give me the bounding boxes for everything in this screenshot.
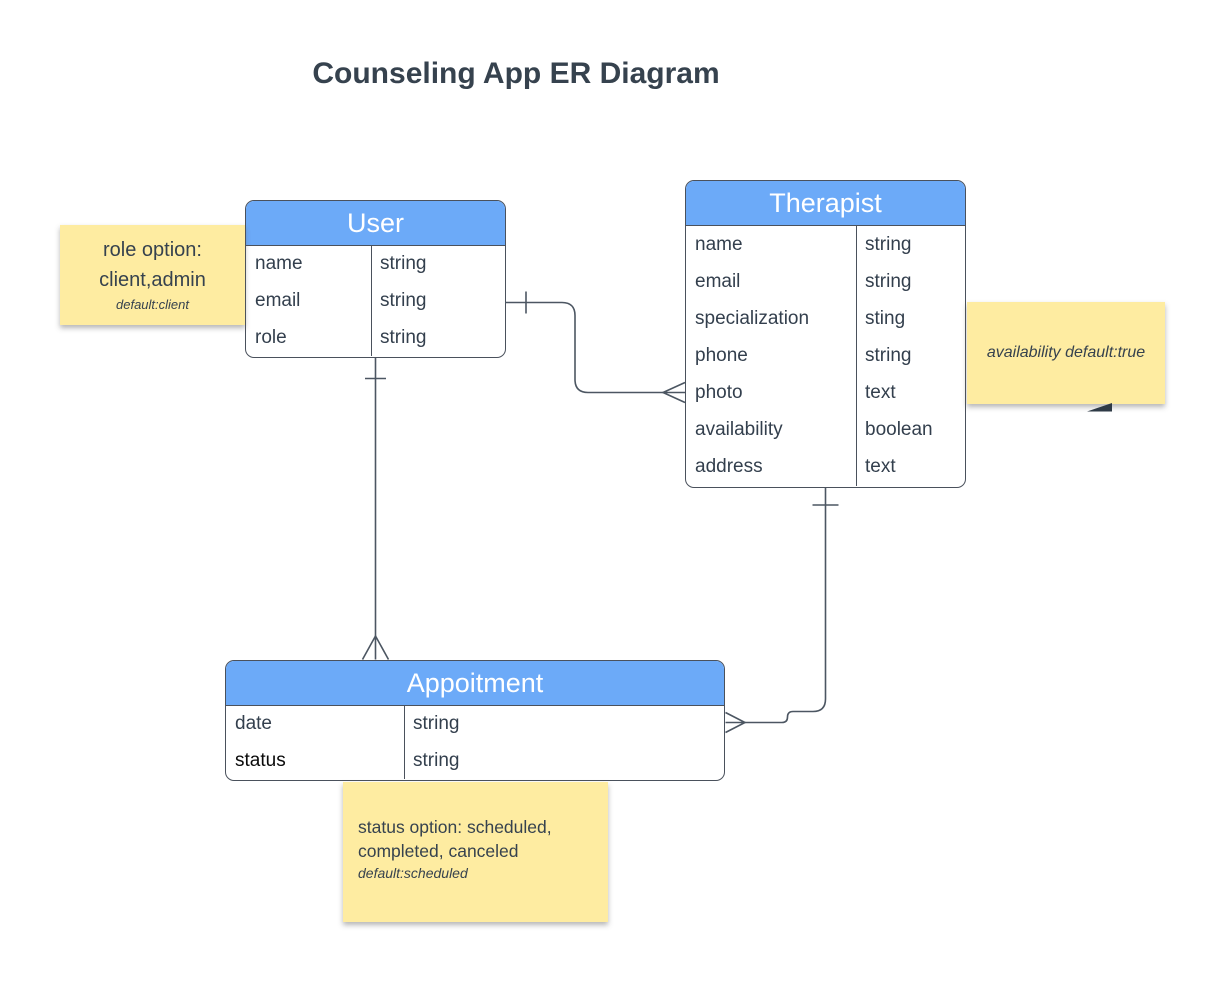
connector-user-therapist[interactable] (505, 291, 686, 404)
entity-user-table[interactable]: User name string email string role strin… (245, 200, 506, 358)
crow-foot-marker (725, 711, 747, 734)
entity-appointment-header: Appoitment (226, 661, 724, 706)
field-row: address text (686, 448, 965, 486)
field-type-cell: string (856, 263, 965, 301)
field-type-cell: string (404, 706, 724, 743)
field-row: status string (226, 742, 724, 779)
field-row: name string (686, 226, 965, 264)
field-row: availability boolean (686, 411, 965, 449)
note-detail: default:client (116, 297, 189, 312)
field-type-cell: string (371, 319, 505, 357)
note-line: client,admin (99, 269, 206, 291)
note-line: availability default:true (986, 344, 1146, 361)
entity-appointment-table[interactable]: Appoitment date string status string (225, 660, 725, 781)
note-line: completed, canceled (358, 841, 519, 861)
field-name-cell: name (695, 233, 743, 255)
field-type-cell: sting (856, 300, 965, 338)
field-name-cell: address (695, 456, 763, 478)
entity-therapist-table[interactable]: Therapist name string email string speci… (685, 180, 966, 488)
field-type-cell: string (371, 282, 505, 320)
note-detail: default:scheduled (358, 865, 468, 881)
entity-user-body: name string email string role string (246, 246, 505, 357)
connector-line (745, 488, 827, 724)
field-row: date string (226, 706, 724, 743)
entity-therapist-title: Therapist (769, 187, 882, 218)
field-row: email string (686, 263, 965, 301)
field-type-cell: boolean (856, 411, 965, 449)
entity-therapist-body: name string email string specialization … (686, 226, 965, 486)
field-type-cell: string (856, 337, 965, 375)
entity-appointment-title: Appoitment (406, 667, 544, 698)
sticky-note-status[interactable]: status option: scheduled, completed, can… (343, 782, 608, 922)
field-type-cell: string (404, 742, 724, 779)
field-name-cell: phone (695, 344, 748, 366)
diagram-title: Counseling App ER Diagram (312, 57, 720, 90)
sticky-note-role[interactable]: role option: client,admin default:client (60, 225, 245, 325)
field-row: specialization sting (686, 300, 965, 338)
entity-appointment-body: date string status string (226, 706, 724, 779)
crow-foot-marker (361, 634, 390, 660)
field-name-cell: email (695, 270, 741, 292)
field-name-cell: photo (695, 382, 743, 404)
entity-user-header: User (246, 201, 505, 246)
pointer-triangle-icon (1087, 403, 1112, 412)
field-name-cell: status (235, 749, 286, 771)
field-row: phone string (686, 337, 965, 375)
connector-line (505, 301, 663, 394)
field-type-cell: string (856, 226, 965, 264)
field-name-cell: email (255, 290, 301, 311)
field-name-cell: role (255, 326, 287, 348)
crow-foot-marker (661, 381, 686, 404)
field-row: role string (246, 319, 505, 357)
field-row: photo text (686, 374, 965, 412)
connector-user-appointment[interactable] (361, 358, 390, 660)
field-name-cell: availability (695, 419, 783, 441)
entity-therapist-header: Therapist (686, 181, 965, 226)
field-name-cell: name (255, 253, 303, 275)
field-row: email string (246, 282, 505, 320)
note-line: role option: (103, 239, 202, 261)
field-type-cell: text (856, 448, 965, 486)
field-type-cell: text (856, 374, 965, 412)
entity-user-title: User (346, 207, 404, 238)
sticky-note-availability[interactable]: availability default:true (967, 302, 1165, 404)
field-type-cell: string (371, 246, 505, 283)
field-row: name string (246, 246, 505, 283)
field-name-cell: specialization (695, 307, 810, 329)
field-name-cell: date (235, 713, 272, 735)
note-line: status option: scheduled, (358, 817, 552, 837)
connector-therapist-appointment[interactable] (725, 488, 839, 734)
